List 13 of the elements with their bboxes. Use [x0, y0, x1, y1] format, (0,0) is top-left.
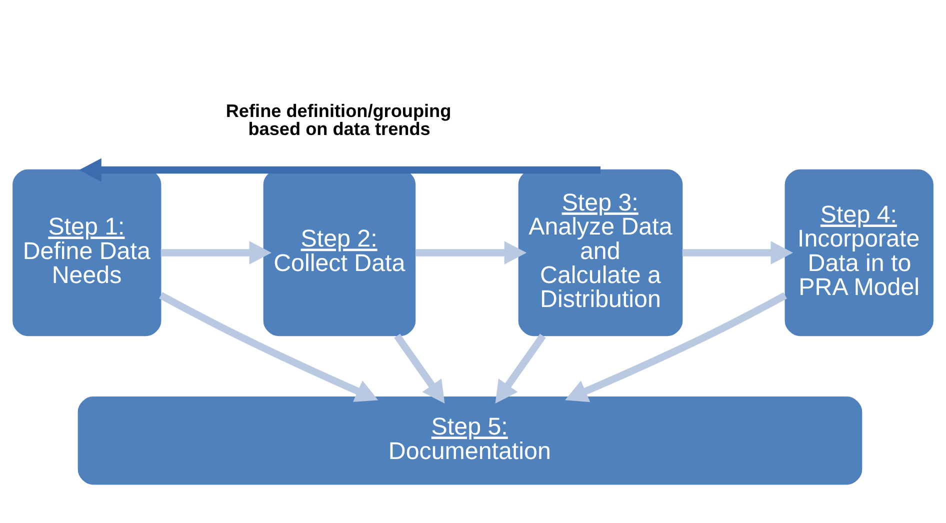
arrow	[415, 241, 527, 264]
node-box: Step 4: Incorporate Data in to PRA Model	[784, 169, 934, 336]
arrow	[159, 292, 378, 402]
arrow	[394, 334, 445, 404]
arrow	[79, 158, 600, 182]
node-box: Step 5: Documentation	[78, 396, 862, 485]
node-box: Step 1: Define Data Needs	[12, 169, 162, 336]
arrow	[565, 292, 787, 402]
node-box: Step 3: Analyze Data and Calculate a Distribution	[518, 169, 683, 336]
edge-label: Refine definition/grouping based on data trends	[226, 100, 452, 139]
arrow	[682, 241, 794, 264]
arrow	[160, 241, 272, 264]
arrow	[495, 334, 546, 404]
